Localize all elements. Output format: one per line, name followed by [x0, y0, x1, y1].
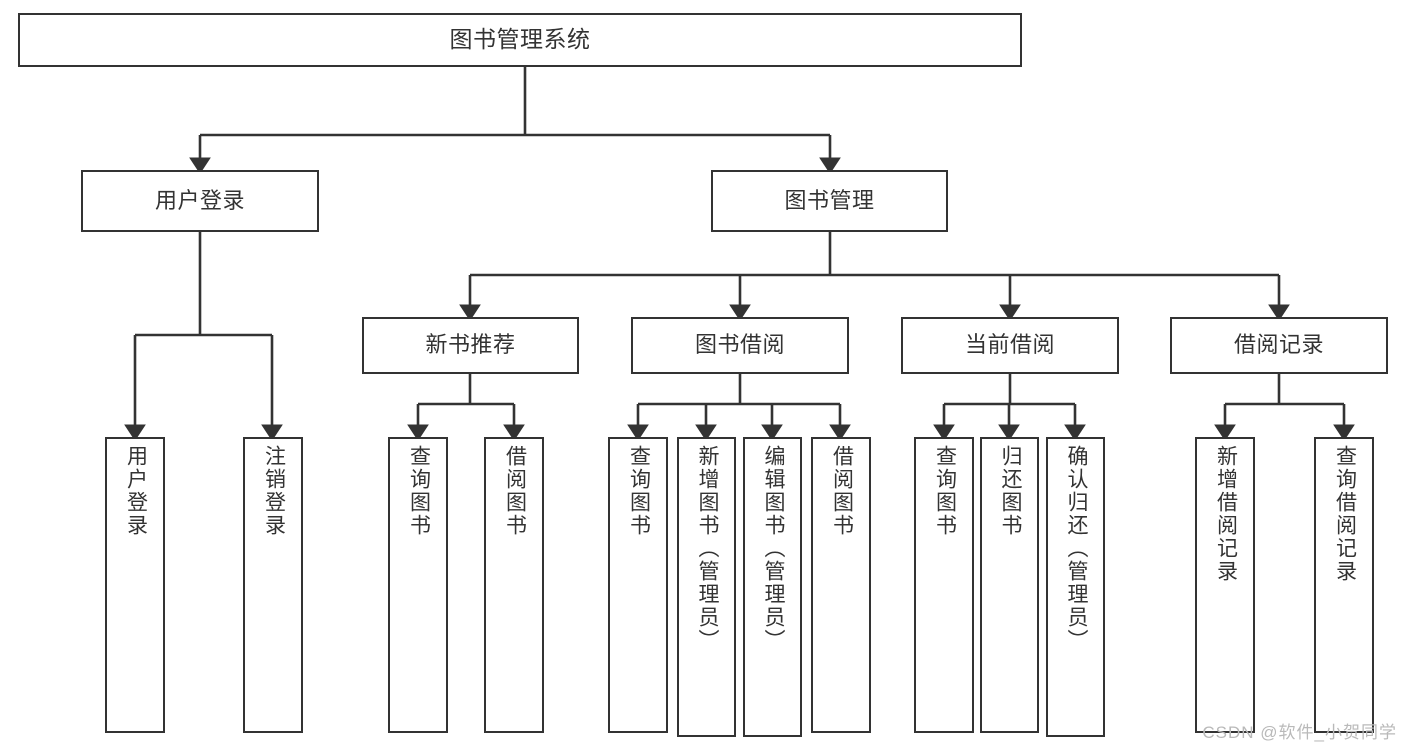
- node-label: 查询借阅记录: [1333, 445, 1357, 583]
- node-label: 图书借阅: [694, 332, 785, 358]
- leaf-user-login[interactable]: 用户登录: [105, 437, 165, 733]
- leaf-query-borrow-record[interactable]: 查询借阅记录: [1314, 437, 1374, 733]
- node-book-borrow[interactable]: 图书借阅: [631, 317, 849, 374]
- leaf-add-borrow-record[interactable]: 新增借阅记录: [1195, 437, 1255, 733]
- leaf-confirm-return-admin[interactable]: 确认归还（管理员）: [1046, 437, 1105, 737]
- node-borrow-record[interactable]: 借阅记录: [1170, 317, 1388, 374]
- node-label: 图书管理: [784, 187, 875, 213]
- node-label: 借阅图书: [830, 445, 854, 537]
- node-label: 新增借阅记录: [1214, 445, 1238, 583]
- leaf-logout-login[interactable]: 注销登录: [243, 437, 303, 733]
- node-current-borrow[interactable]: 当前借阅: [901, 317, 1119, 374]
- leaf-query-book-1[interactable]: 查询图书: [388, 437, 448, 733]
- node-new-book-recommend[interactable]: 新书推荐: [362, 317, 579, 374]
- node-label: 新增图书（管理员）: [695, 445, 719, 652]
- node-label: 查询图书: [407, 445, 431, 537]
- leaf-borrow-book-1[interactable]: 借阅图书: [484, 437, 544, 733]
- node-label: 归还图书: [998, 445, 1022, 537]
- node-label: 新书推荐: [425, 332, 516, 358]
- node-root-system[interactable]: 图书管理系统: [18, 13, 1022, 67]
- node-user-login[interactable]: 用户登录: [81, 170, 319, 232]
- node-label: 用户登录: [154, 187, 245, 213]
- leaf-return-book[interactable]: 归还图书: [980, 437, 1039, 733]
- leaf-borrow-book-2[interactable]: 借阅图书: [811, 437, 871, 733]
- node-label: 查询图书: [933, 445, 957, 537]
- node-label: 图书管理系统: [449, 26, 591, 53]
- node-label: 注销登录: [262, 445, 286, 537]
- node-label: 编辑图书（管理员）: [761, 445, 785, 652]
- leaf-add-book-admin[interactable]: 新增图书（管理员）: [677, 437, 736, 737]
- leaf-query-book-2[interactable]: 查询图书: [608, 437, 668, 733]
- node-label: 查询图书: [627, 445, 651, 537]
- node-label: 当前借阅: [964, 332, 1055, 358]
- node-label: 用户登录: [124, 445, 148, 537]
- node-label: 借阅图书: [503, 445, 527, 537]
- node-label: 确认归还（管理员）: [1064, 445, 1088, 652]
- leaf-query-book-3[interactable]: 查询图书: [914, 437, 974, 733]
- node-label: 借阅记录: [1233, 332, 1324, 358]
- node-book-manage[interactable]: 图书管理: [711, 170, 948, 232]
- leaf-edit-book-admin[interactable]: 编辑图书（管理员）: [743, 437, 802, 737]
